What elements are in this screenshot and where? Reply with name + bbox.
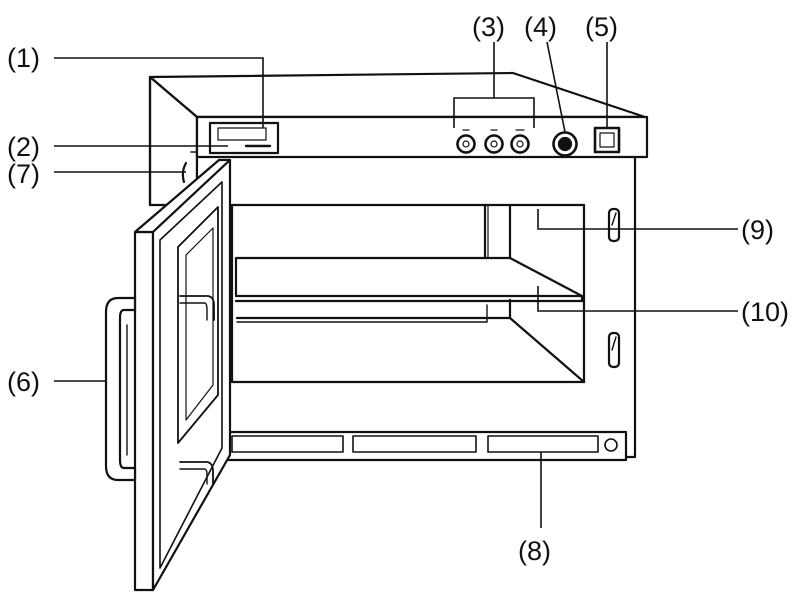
callout-1: (1) [7,43,40,73]
program-button-2-center [490,140,498,148]
callout-3: (3) [472,12,505,42]
program-buttons [456,129,530,154]
callout-2: (2) [7,132,40,162]
latch-slot-lower-detail [611,336,617,351]
oven-door [133,158,232,592]
air-filter-panel-1 [231,435,344,453]
program-button-3-center [516,140,524,148]
callout-9: (9) [741,215,774,245]
air-filter-panel-3 [487,435,599,453]
callout-4: (4) [524,12,557,42]
leader-line-4 [546,41,566,133]
latch-slot-upper-detail [611,212,617,226]
door-handle[interactable] [104,296,137,482]
door-latch-hook-upper [179,295,215,321]
filter-screw [604,438,618,452]
callout-5: (5) [585,12,618,42]
program-button-1-center [462,140,470,148]
leader-lines [54,41,738,528]
door-front-panel [133,230,155,592]
power-switch-inner [599,132,615,148]
door-window-inner [185,227,214,421]
callout-7: (7) [7,159,40,189]
air-filter-base [220,430,628,462]
callout-8: (8) [518,536,551,566]
door-latch-hook-lower-inner [179,468,208,485]
door-latch-hook-lower [179,461,214,485]
control-panel [190,115,649,159]
callout-6: (6) [7,367,40,397]
air-filter-panel-2 [352,435,477,453]
door-latch-hook-upper-inner [179,302,208,321]
door-latch-slot-lower [607,331,621,369]
rotary-dial-knob [557,136,573,152]
leader-line-10 [537,286,738,312]
door-latch-slot-upper [607,207,621,243]
leader-line-1 [54,57,264,128]
callout-labels: (1) (2) (7) (6) (3) (4) (5) (9) (10) (8) [7,12,789,566]
leader-line-9 [537,209,738,230]
display-screen [217,127,267,141]
cabinet-top [148,71,647,119]
callout-10: (10) [741,297,789,327]
